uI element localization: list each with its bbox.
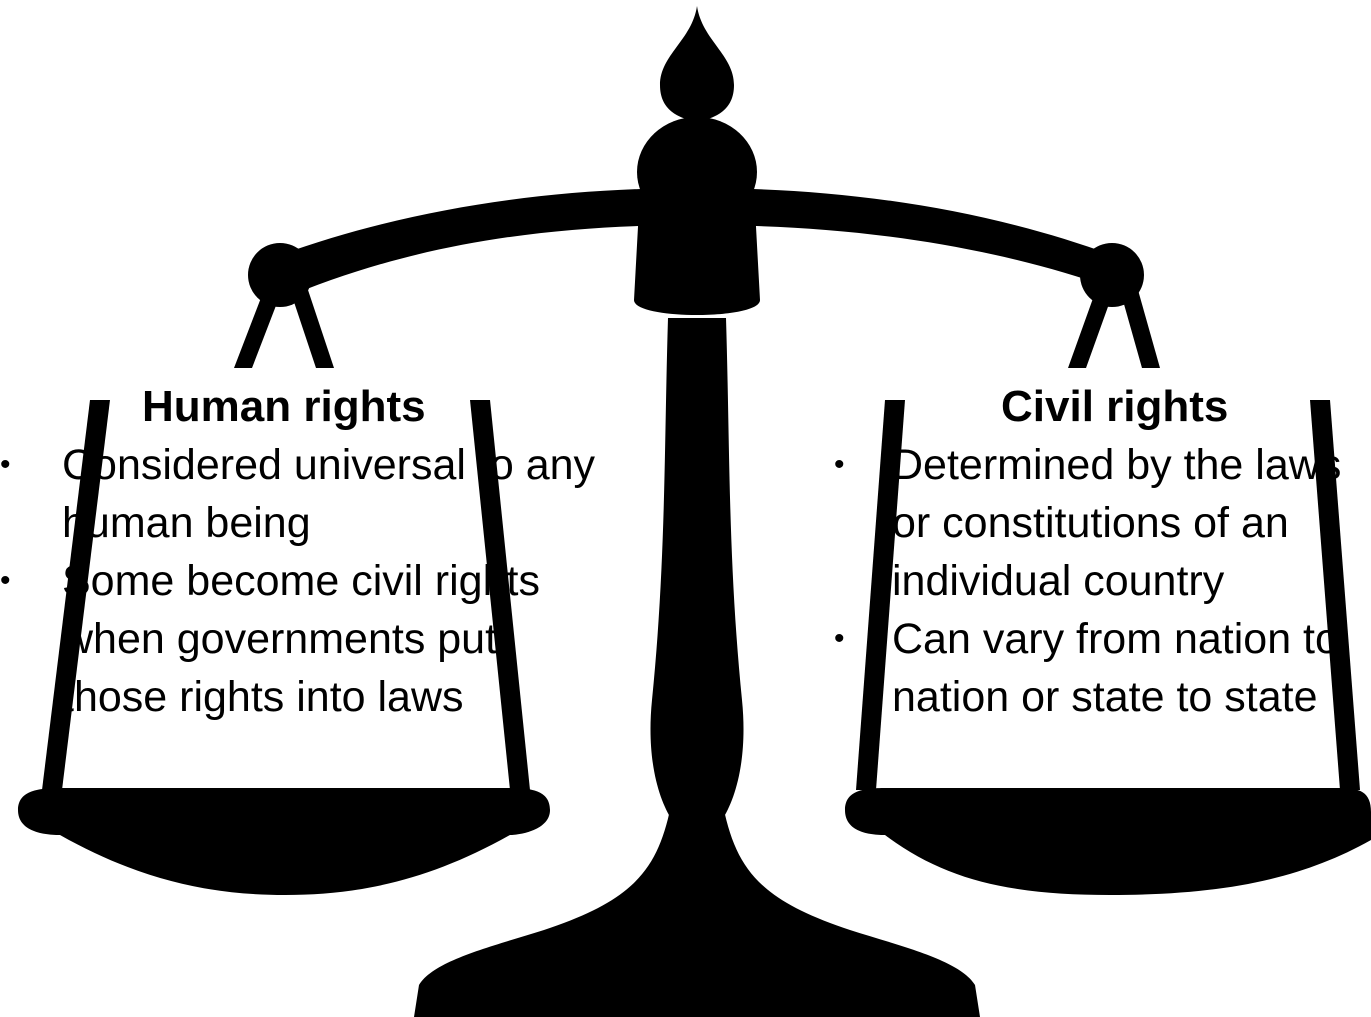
civil-rights-list: • Determined by the laws or constitution… [826,436,1371,726]
bullet-text: Determined by the laws or constitutions … [892,441,1342,605]
bullet-icon: • [0,564,11,597]
civil-rights-heading: Civil rights [1001,382,1229,431]
list-item: • Can vary from nation to nation or stat… [826,610,1371,726]
list-item: • Some become civil rights when governme… [0,552,600,726]
list-item: • Considered universal to any human bein… [0,436,600,552]
bullet-icon: • [834,622,845,655]
list-item: • Determined by the laws or constitution… [826,436,1371,610]
bullet-icon: • [0,448,11,481]
human-rights-list: • Considered universal to any human bein… [0,436,600,726]
human-rights-heading: Human rights [142,382,426,431]
bullet-text: Some become civil rights when government… [62,557,540,721]
civil-rights-block: Civil rights • Determined by the laws or… [826,378,1371,726]
bullet-text: Considered universal to any human being [62,441,596,547]
human-rights-block: Human rights • Considered universal to a… [0,378,600,726]
bullet-text: Can vary from nation to nation or state … [892,615,1339,721]
bullet-icon: • [834,448,845,481]
